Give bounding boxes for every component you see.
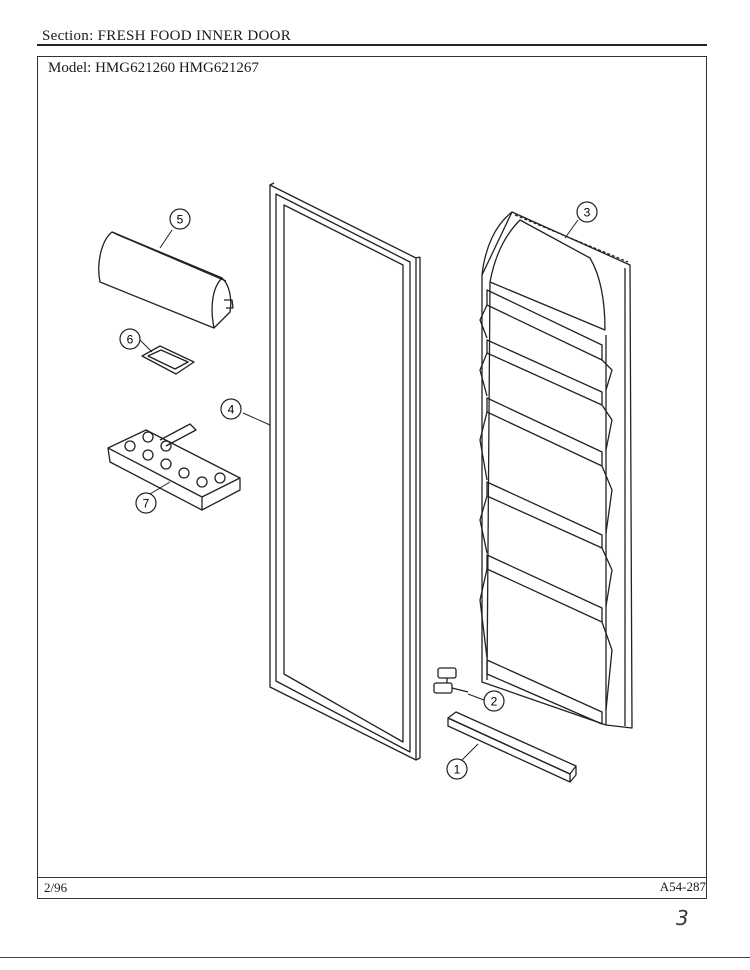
model-value: HMG621260 HMG621267 xyxy=(95,60,259,76)
callout-1: 1 xyxy=(446,758,468,780)
egg-tray xyxy=(107,423,241,511)
callout-3-label: 3 xyxy=(584,206,591,220)
callout-7: 7 xyxy=(135,492,157,514)
callout-2-label: 2 xyxy=(491,695,498,709)
callout-4-label: 4 xyxy=(228,403,235,417)
callout-6-label: 6 xyxy=(127,333,134,347)
footer-date: 2/96 xyxy=(44,880,68,895)
callout-3: 3 xyxy=(576,201,598,223)
trim-strip xyxy=(447,711,577,783)
handwritten-page-mark: 3 xyxy=(676,906,689,930)
leader-lines xyxy=(139,219,579,761)
footer-rule xyxy=(37,877,707,878)
inner-door-liner xyxy=(479,211,633,729)
footer-code: A54-287 xyxy=(659,879,706,894)
callout-5-label: 5 xyxy=(177,213,184,227)
diagram-frame xyxy=(37,56,707,899)
model-label: Model: xyxy=(48,60,92,76)
bottom-rule xyxy=(0,957,750,958)
section-label: Section: xyxy=(42,28,94,44)
callout-1-label: 1 xyxy=(454,763,461,777)
callout-7-label: 7 xyxy=(143,497,150,511)
section-value: FRESH FOOD INNER DOOR xyxy=(97,28,292,44)
callout-6: 6 xyxy=(119,328,141,350)
hinge-brackets xyxy=(433,667,469,694)
callout-5: 5 xyxy=(169,208,191,230)
frame-top-rule xyxy=(37,44,707,46)
dairy-door xyxy=(98,231,234,329)
model-line: Model: HMG621260 HMG621267 xyxy=(48,60,259,77)
callout-4: 4 xyxy=(220,398,242,420)
door-gasket xyxy=(269,182,421,761)
dairy-insert xyxy=(141,345,195,375)
callout-2: 2 xyxy=(483,690,505,712)
section-title: Section: FRESH FOOD INNER DOOR xyxy=(42,28,291,45)
